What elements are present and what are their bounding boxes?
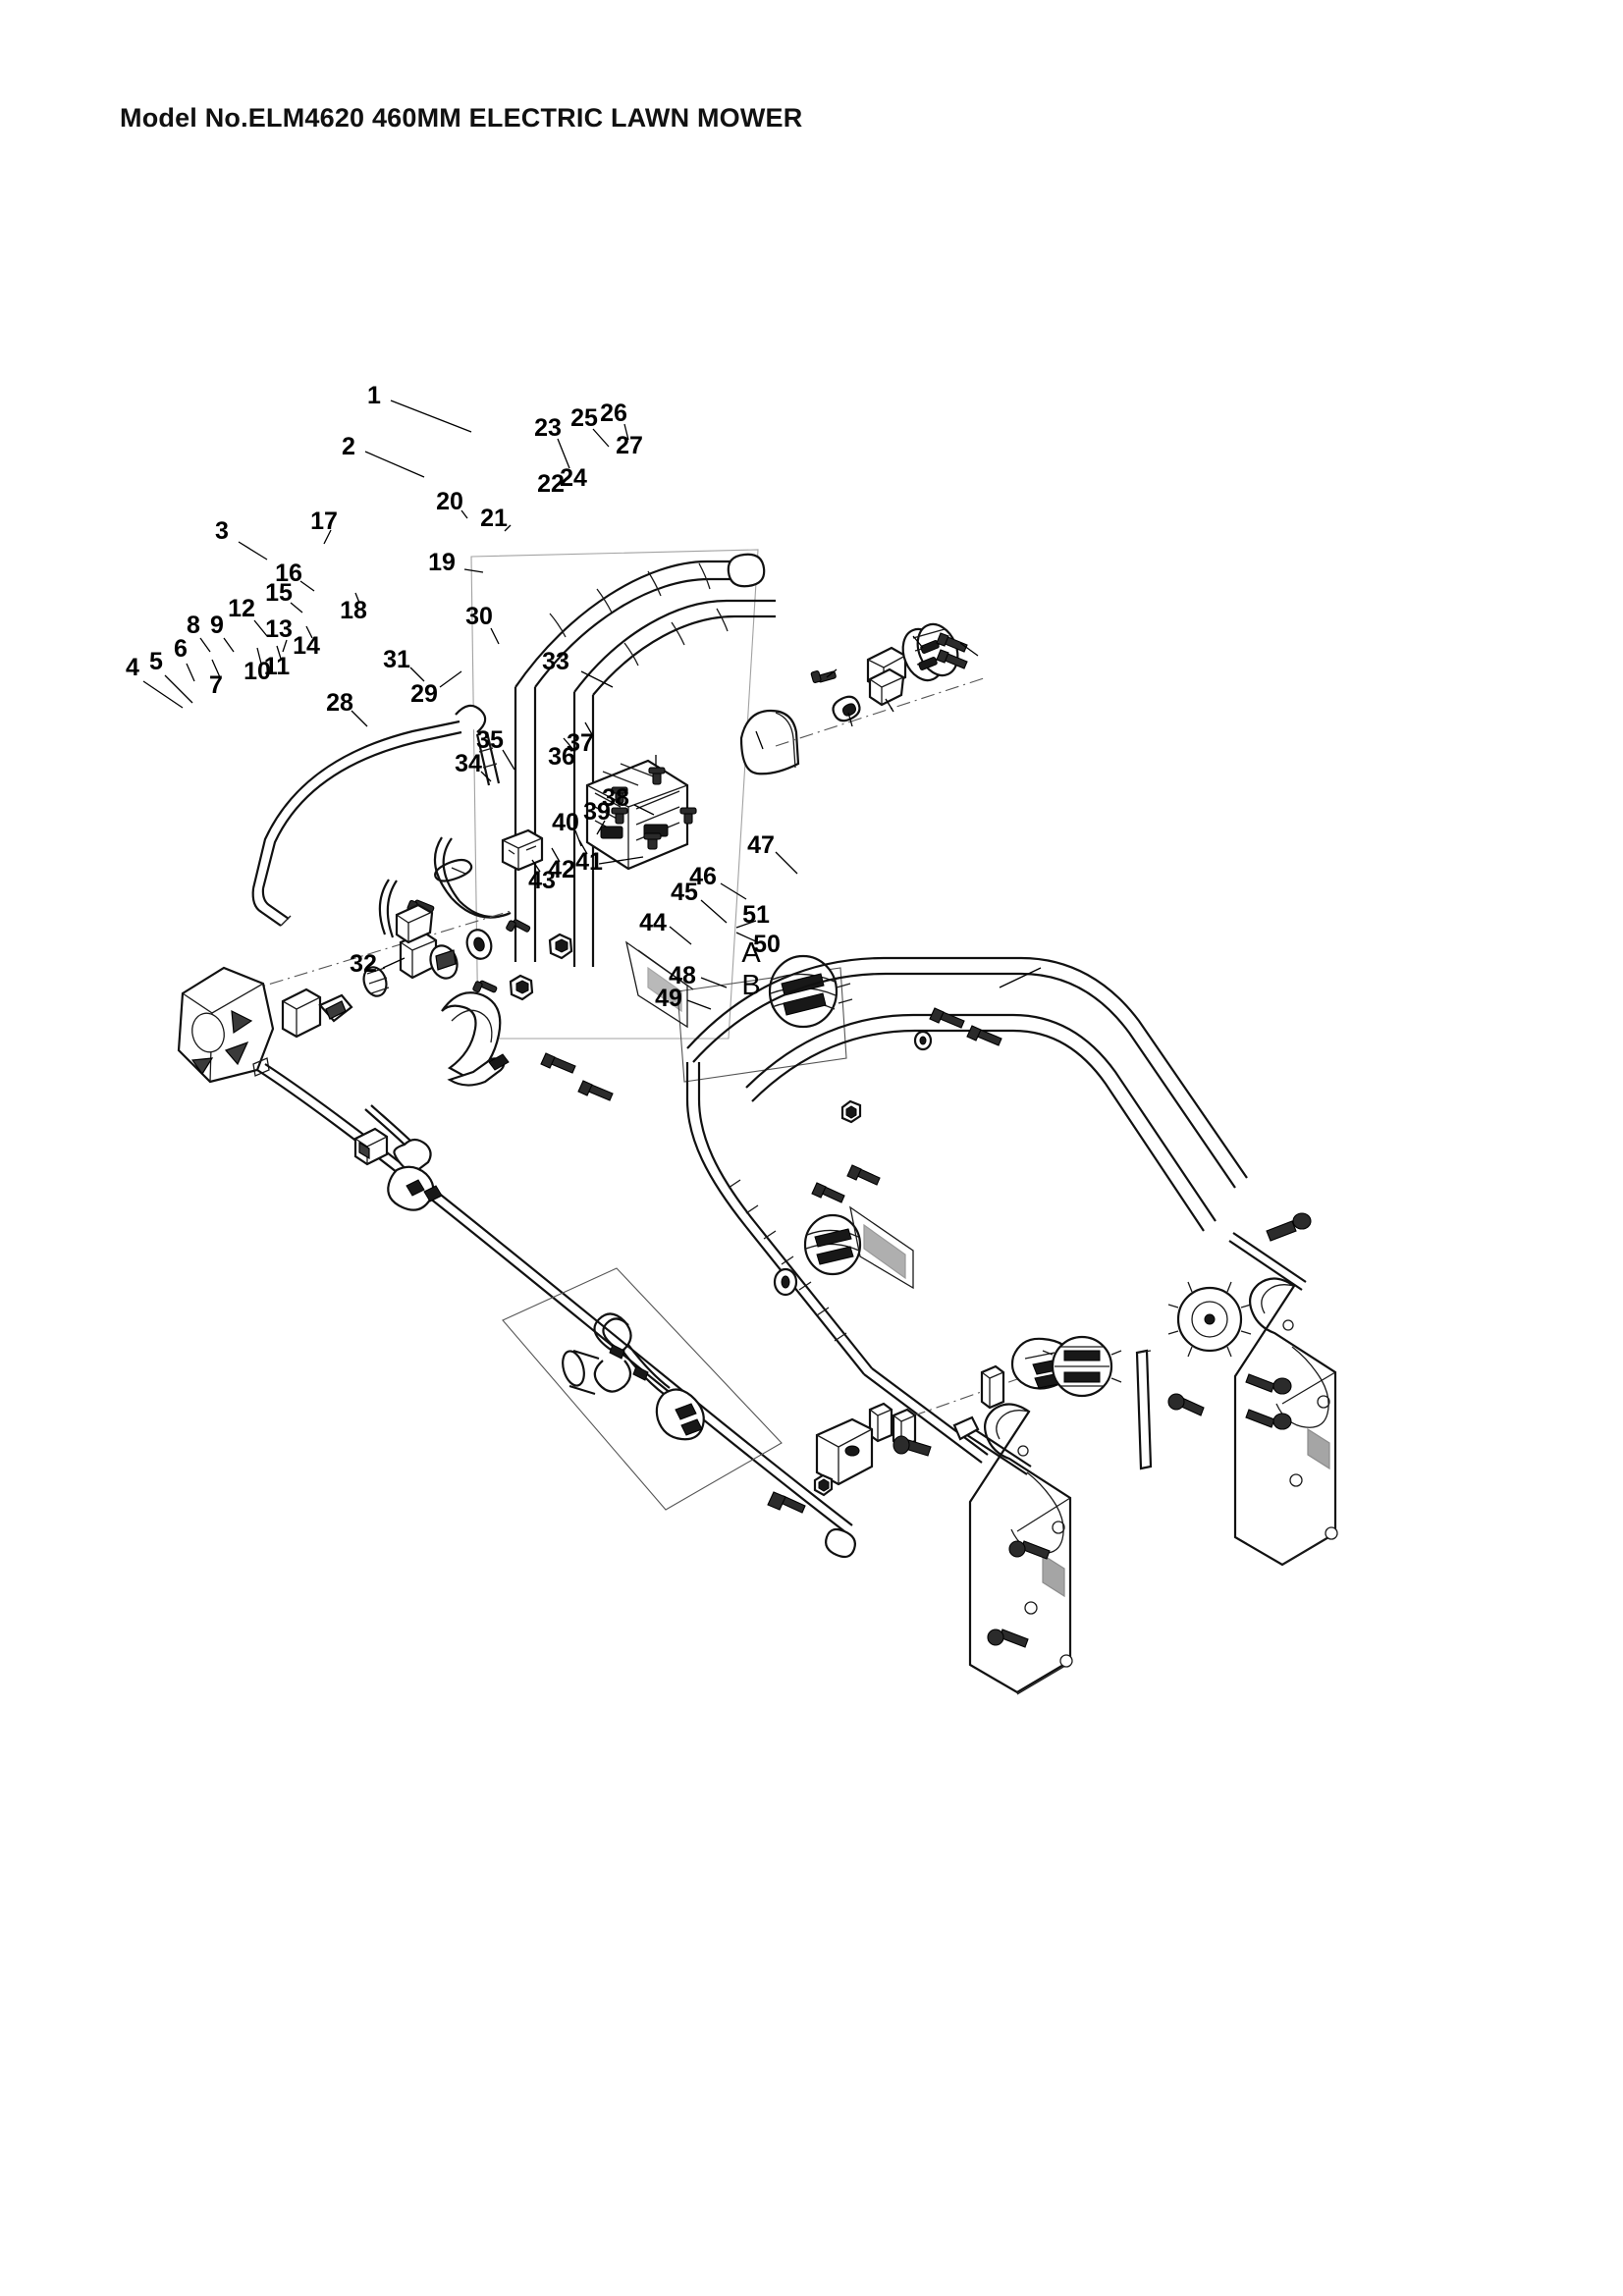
power-cord-inset bbox=[382, 957, 783, 1511]
callout-47: 47 bbox=[747, 831, 775, 859]
callout-45: 45 bbox=[671, 879, 698, 906]
upper-handle-group bbox=[364, 400, 776, 1040]
callout-51: 51 bbox=[742, 901, 770, 929]
callout-16: 16 bbox=[275, 560, 302, 587]
callout-6: 6 bbox=[174, 635, 188, 663]
callout-37: 37 bbox=[567, 729, 594, 757]
callout-19: 19 bbox=[428, 549, 456, 576]
callout-25: 25 bbox=[570, 404, 598, 432]
callout-B: B bbox=[741, 970, 760, 1001]
callout-36: 36 bbox=[548, 743, 575, 771]
callout-21: 21 bbox=[480, 505, 508, 532]
callout-4: 4 bbox=[126, 654, 139, 681]
callout-2: 2 bbox=[342, 433, 355, 460]
lower-knob-group bbox=[480, 721, 1042, 1297]
callout-8: 8 bbox=[187, 612, 200, 639]
knob-hook-group bbox=[351, 627, 853, 1101]
callout-22: 22 bbox=[537, 470, 565, 498]
callout-13: 13 bbox=[265, 615, 293, 643]
callout-32: 32 bbox=[350, 950, 377, 978]
callout-10: 10 bbox=[243, 658, 271, 685]
callout-29: 29 bbox=[410, 680, 438, 708]
callout-3: 3 bbox=[215, 517, 229, 545]
callout-41: 41 bbox=[575, 848, 603, 876]
callout-labels: 1 2 3 4 5 6 7 8 9 10 11 12 13 14 15 16 1… bbox=[126, 382, 781, 1012]
switch-box-group bbox=[460, 509, 800, 871]
lower-handle-group bbox=[580, 670, 1248, 1464]
callout-30: 30 bbox=[465, 603, 493, 630]
callout-34: 34 bbox=[455, 750, 482, 777]
callout-26: 26 bbox=[600, 400, 627, 427]
callout-50: 50 bbox=[753, 931, 781, 958]
handle-clamp-knob-group bbox=[557, 423, 988, 747]
cable-and-clamp-group bbox=[142, 529, 856, 1559]
callout-28: 28 bbox=[326, 689, 353, 717]
callout-35: 35 bbox=[476, 726, 504, 754]
callout-5: 5 bbox=[149, 648, 163, 675]
callout-24: 24 bbox=[560, 464, 587, 492]
callout-43: 43 bbox=[528, 867, 556, 894]
callout-38: 38 bbox=[602, 784, 629, 812]
callout-23: 23 bbox=[534, 414, 562, 442]
callout-27: 27 bbox=[616, 432, 643, 459]
callout-31: 31 bbox=[383, 646, 410, 673]
callout-18: 18 bbox=[340, 597, 367, 624]
callout-12: 12 bbox=[228, 595, 255, 622]
height-adjust-bracket-group bbox=[669, 851, 1338, 1695]
callout-44: 44 bbox=[639, 909, 667, 936]
page-title: Model No.ELM4620 460MM ELECTRIC LAWN MOW… bbox=[120, 103, 803, 133]
callout-49: 49 bbox=[655, 985, 682, 1012]
power-plug-group bbox=[353, 1104, 443, 1211]
callout-1: 1 bbox=[367, 382, 381, 409]
callout-40: 40 bbox=[552, 809, 579, 836]
callout-42: 42 bbox=[548, 856, 575, 883]
callout-20: 20 bbox=[436, 488, 463, 515]
callout-17: 17 bbox=[310, 507, 338, 535]
callout-14: 14 bbox=[293, 632, 320, 660]
callout-A: A bbox=[741, 937, 761, 969]
callout-48: 48 bbox=[669, 962, 696, 989]
callout-15: 15 bbox=[265, 579, 293, 607]
callout-11: 11 bbox=[264, 653, 291, 680]
callout-7: 7 bbox=[209, 671, 223, 699]
callout-33: 33 bbox=[542, 648, 569, 675]
callout-46: 46 bbox=[689, 863, 717, 890]
callout-39: 39 bbox=[583, 798, 611, 826]
callout-9: 9 bbox=[210, 612, 224, 639]
